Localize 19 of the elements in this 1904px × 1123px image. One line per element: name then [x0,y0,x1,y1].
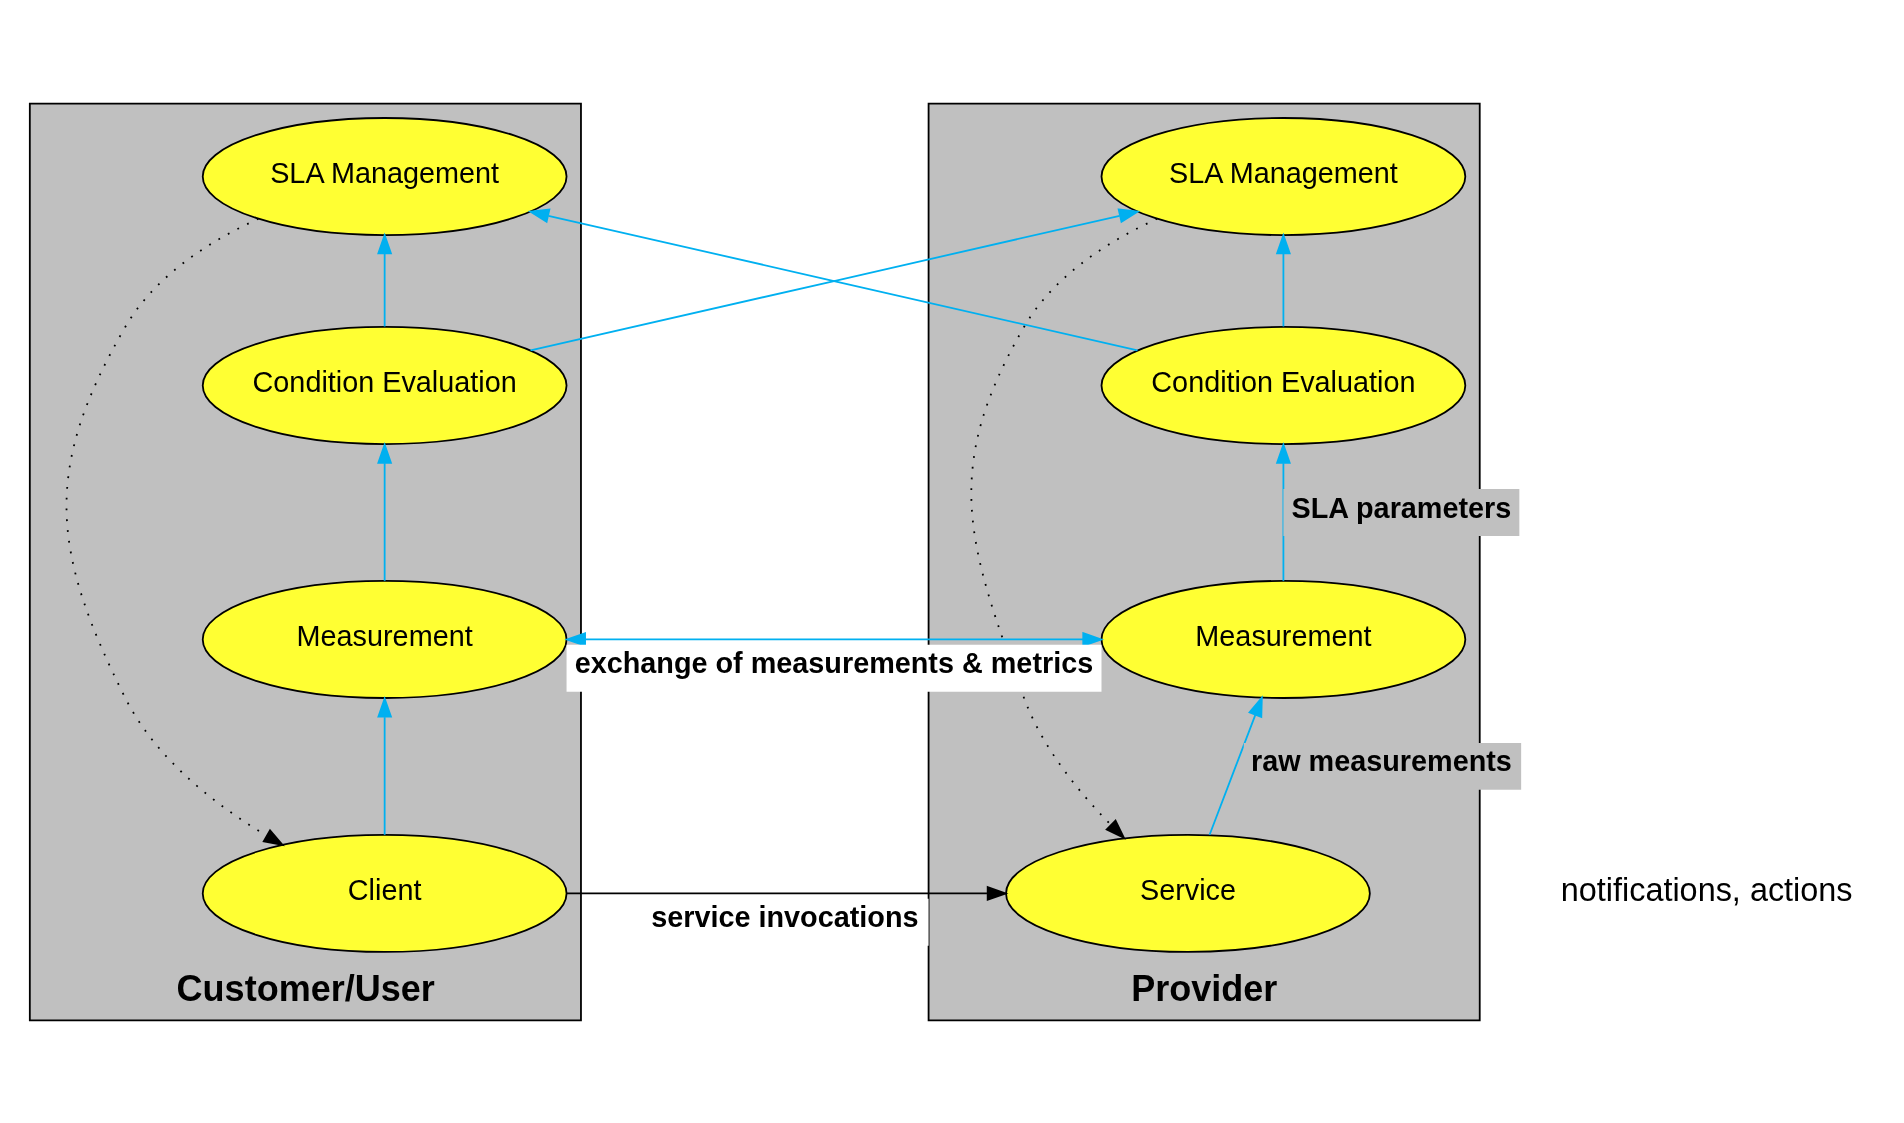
arrow [1208,694,1263,836]
arrow [377,695,393,836]
arrow [65,217,285,846]
arrow [564,631,1104,647]
arrow [377,232,393,327]
node-ellipse: SLA Management [1100,116,1467,236]
arrow [566,885,1009,901]
arrow [377,441,393,582]
node-ellipse: Measurement [1100,579,1467,699]
node-ellipse: Condition Evaluation [201,325,568,445]
node-ellipse: SLA Management [201,116,568,236]
node-ellipse: Condition Evaluation [1100,325,1467,445]
arrow [970,217,1159,840]
node-ellipse: Service [1005,833,1371,953]
node-ellipse: Measurement [201,579,568,699]
node-ellipse: Client [201,833,568,953]
arrow [1275,232,1291,327]
edge-label: service invocations [651,900,919,933]
label: notifications, actions [1560,871,1853,908]
